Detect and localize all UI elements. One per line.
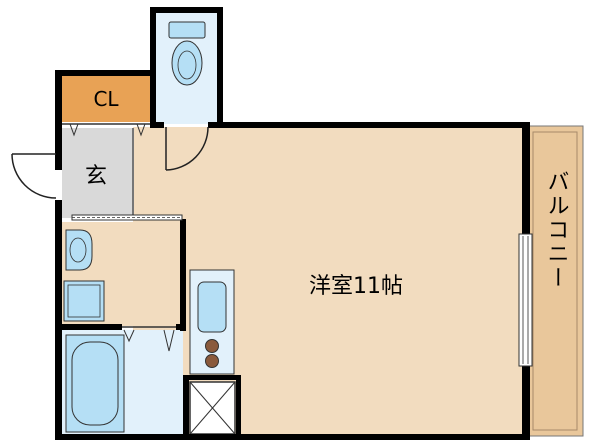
closet-label: CL: [93, 87, 119, 111]
walls: [55, 7, 530, 440]
room-label: 洋室11帖: [309, 274, 403, 299]
front-door-icon: [11, 153, 57, 199]
washroom-sliding-door: [71, 214, 183, 221]
washing-machine-pan-icon: [63, 280, 105, 322]
kitchen-sink-icon: [197, 281, 227, 333]
fridge-space-icon: [189, 381, 236, 435]
balcony-window: [518, 233, 533, 367]
bathroom-folding-door: [122, 326, 176, 352]
entrance-label: 玄: [85, 164, 107, 189]
toilet-icon: [168, 21, 206, 86]
bathtub-icon: [65, 334, 125, 433]
washbasin-icon: [65, 229, 93, 271]
closet-floor: [62, 76, 151, 122]
entrance-floor: [62, 128, 134, 218]
toilet-door-icon: [165, 126, 209, 171]
balcony-floor: [526, 125, 584, 437]
balcony-label: バルコニー: [544, 170, 569, 290]
closet-folding-door: [62, 123, 150, 137]
stove-icon: [205, 339, 219, 368]
balcony-inner-line: [532, 131, 578, 431]
